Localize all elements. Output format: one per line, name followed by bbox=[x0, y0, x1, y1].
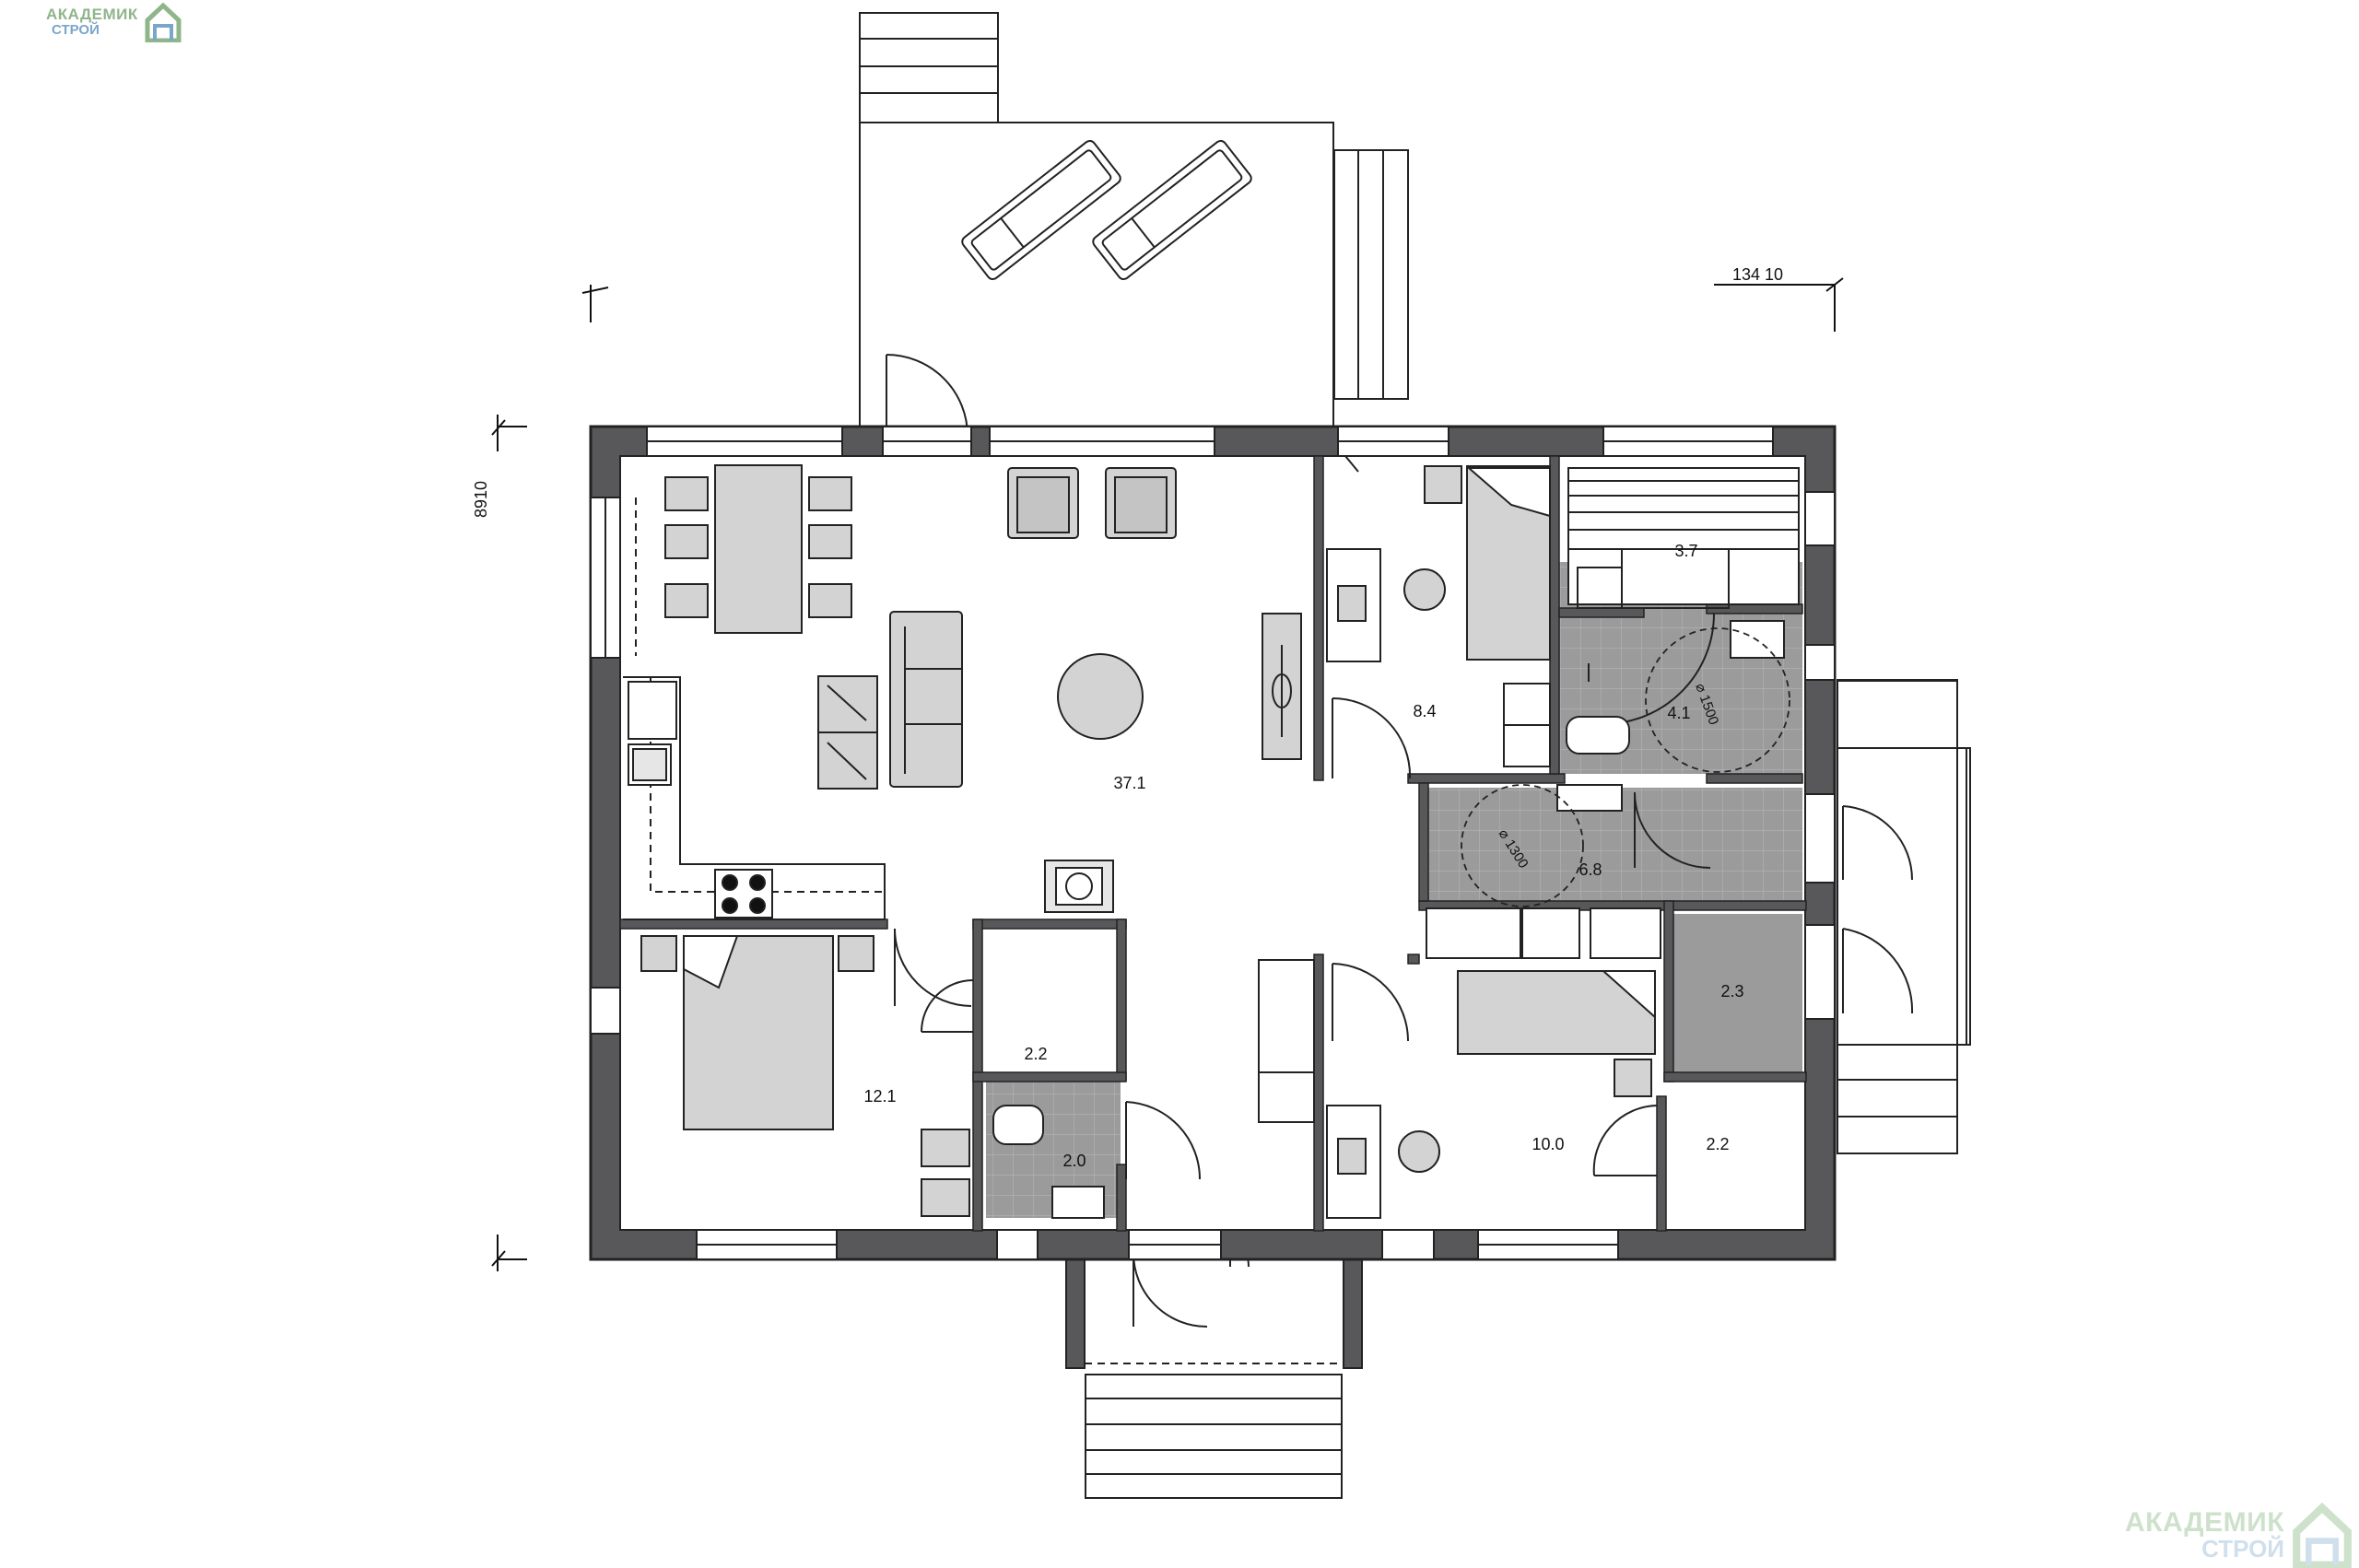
area-hall: 6.8 bbox=[1579, 860, 1602, 879]
terrace-steps bbox=[859, 12, 999, 123]
watermark-line1: АКАДЕМИК bbox=[2125, 1506, 2284, 1538]
dimension-labels: 134 10 8910 bbox=[472, 265, 1783, 518]
house-logo-icon bbox=[2293, 1502, 2352, 1568]
sun-lounger-2 bbox=[1092, 139, 1252, 281]
width-dimension: 134 10 bbox=[1732, 265, 1783, 284]
furniture bbox=[623, 464, 1800, 1219]
dining-table bbox=[714, 464, 803, 634]
area-bedroom-2: 8.4 bbox=[1413, 702, 1436, 720]
height-dimension: 8910 bbox=[472, 481, 490, 518]
area-shower: 4.1 bbox=[1667, 704, 1690, 722]
side-door-1 bbox=[1842, 805, 1914, 881]
side-porch bbox=[1837, 679, 1971, 1154]
interior-walls bbox=[619, 455, 1807, 1232]
sauna-benches bbox=[1567, 467, 1800, 605]
terrace-side-steps bbox=[1333, 149, 1409, 400]
area-technical: 2.3 bbox=[1720, 982, 1743, 1000]
area-wc: 2.0 bbox=[1062, 1152, 1086, 1170]
dining-chairs bbox=[664, 476, 852, 618]
fridge bbox=[628, 681, 677, 740]
watermark-top-left: АКАДЕМИК СТРОЙ bbox=[46, 2, 182, 42]
area-closet-1: 2.2 bbox=[1024, 1045, 1047, 1063]
coffee-table bbox=[1057, 653, 1144, 740]
sun-lounger-1 bbox=[961, 139, 1121, 281]
room-labels: 37.1 12.1 2.2 2.0 8.4 3.7 4.1 6.8 2.3 10… bbox=[863, 542, 1743, 1170]
windows bbox=[590, 426, 1836, 1260]
watermark-line1: АКАДЕМИК bbox=[46, 6, 138, 24]
toilet-2 bbox=[1566, 716, 1630, 755]
entrance-porch bbox=[1065, 1234, 1363, 1499]
sofa bbox=[889, 611, 963, 788]
toilet bbox=[992, 1105, 1044, 1145]
terrace bbox=[859, 12, 1409, 437]
area-living: 37.1 bbox=[1113, 774, 1145, 792]
area-bedroom-3: 10.0 bbox=[1532, 1135, 1564, 1153]
area-closet-2: 2.2 bbox=[1706, 1135, 1729, 1153]
house-logo-icon bbox=[145, 2, 182, 42]
turning-circles bbox=[1461, 627, 1790, 907]
side-door-2 bbox=[1842, 928, 1914, 1014]
watermark-line2: СТРОЙ bbox=[2201, 1535, 2284, 1563]
watermark-bottom-right: АКАДЕМИК СТРОЙ bbox=[2125, 1502, 2354, 1568]
terrace-door bbox=[886, 354, 968, 437]
watermark-line2: СТРОЙ bbox=[52, 22, 100, 39]
interior-doors bbox=[894, 455, 1715, 1180]
area-bedroom-1: 12.1 bbox=[863, 1087, 896, 1106]
dimension-lines bbox=[491, 277, 1844, 1271]
area-sauna: 3.7 bbox=[1674, 542, 1697, 560]
